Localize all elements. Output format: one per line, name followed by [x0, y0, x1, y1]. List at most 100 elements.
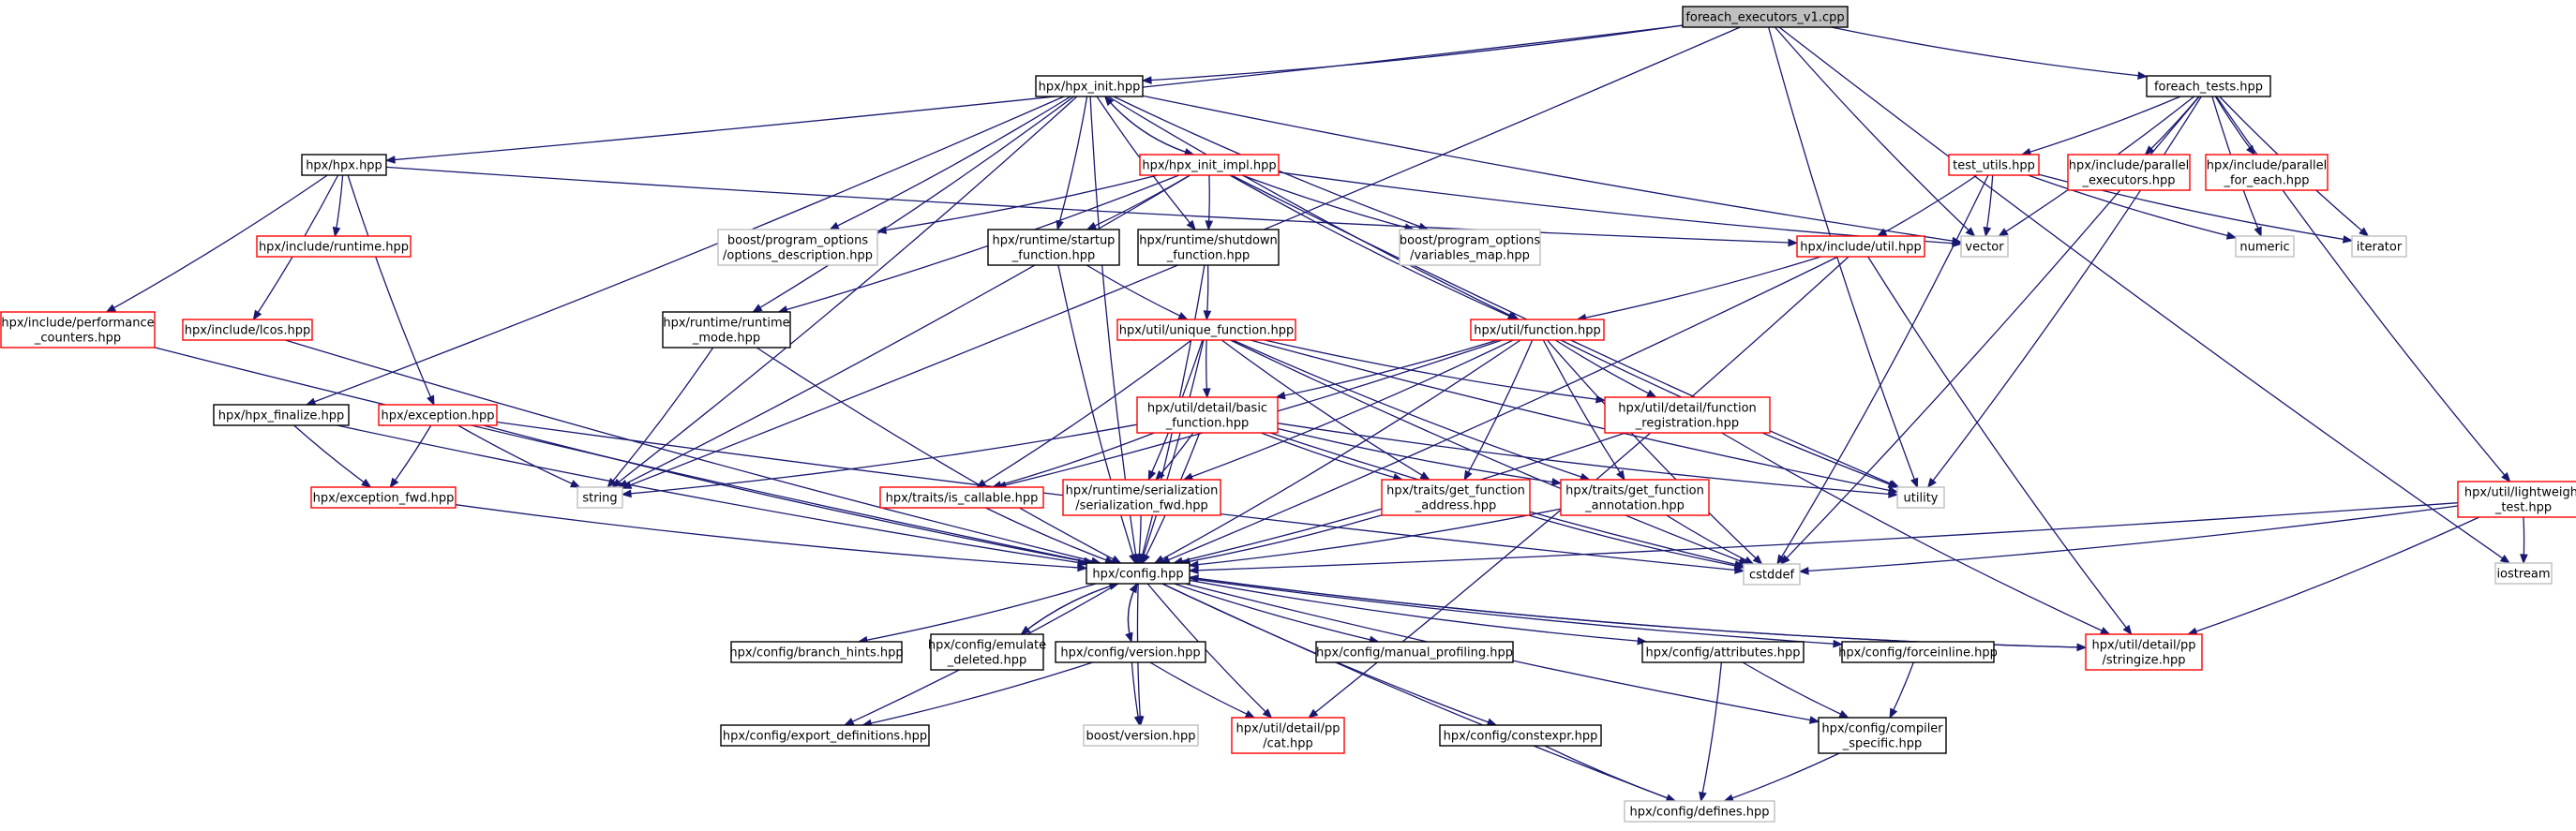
- node-include-util[interactable]: hpx/include/util.hpp: [1796, 235, 1925, 258]
- node-label: boost/version.hpp: [1086, 730, 1196, 744]
- node-numeric[interactable]: numeric: [2235, 235, 2295, 258]
- node-version[interactable]: hpx/config/version.hpp: [1055, 641, 1206, 663]
- node-label: foreach_executors_v1.cpp: [1685, 11, 1844, 25]
- edge-attributes-to-compiler-spec: [1742, 661, 1849, 719]
- arrowhead: [1129, 553, 1137, 565]
- node-test-utils[interactable]: test_utils.hpp: [1948, 154, 2040, 176]
- node-box: [1055, 641, 1206, 663]
- node-forceinline[interactable]: hpx/config/forceinline.hpp: [1838, 641, 1998, 663]
- node-label: _function.hpp: [1165, 417, 1249, 431]
- node-box: [930, 633, 1044, 671]
- edge-util-fn-to-basic-fn: [1276, 339, 1498, 398]
- node-rt-mode[interactable]: hpx/runtime/runtime_mode.hpp: [662, 311, 791, 349]
- node-label: hpx/util/function.hpp: [1474, 324, 1600, 338]
- node-label: _registration.hpp: [1635, 417, 1739, 431]
- node-label: hpx/include/lcos.hpp: [185, 324, 310, 338]
- node-branch-hints[interactable]: hpx/config/branch_hints.hpp: [729, 641, 904, 663]
- node-hpx-init-impl[interactable]: hpx/hpx_init_impl.hpp: [1139, 154, 1280, 176]
- node-manual-prof[interactable]: hpx/config/manual_profiling.hpp: [1315, 641, 1514, 663]
- node-pp-cat[interactable]: hpx/util/detail/pp/cat.hpp: [1231, 717, 1345, 754]
- edge-test-utils-to-cstddef: [1776, 174, 1989, 565]
- node-emulate-deleted[interactable]: hpx/config/emulate_deleted.hpp: [928, 633, 1046, 671]
- node-export-defs[interactable]: hpx/config/export_definitions.hpp: [720, 724, 930, 747]
- node-label: hpx/config/manual_profiling.hpp: [1316, 646, 1513, 660]
- node-lightweight[interactable]: hpx/util/lightweight_test.hpp: [2457, 481, 2576, 518]
- edge-config-to-manual-prof: [1174, 583, 1379, 643]
- node-iostream[interactable]: iostream: [2494, 562, 2553, 585]
- node-label: hpx/runtime/shutdown: [1139, 234, 1278, 248]
- node-box: [2351, 235, 2407, 258]
- arrowhead: [1142, 553, 1150, 565]
- node-root[interactable]: foreach_executors_v1.cpp: [1682, 6, 1849, 28]
- node-exc-fwd[interactable]: hpx/exception_fwd.hpp: [310, 486, 457, 509]
- node-include-lcos[interactable]: hpx/include/lcos.hpp: [182, 319, 313, 341]
- edge-get-annot-to-cstddef: [1666, 514, 1754, 565]
- node-util-fn[interactable]: hpx/util/function.hpp: [1470, 319, 1605, 341]
- node-ser-fwd[interactable]: hpx/runtime/serialization/serialization_…: [1062, 479, 1221, 516]
- edge-hpx-init-impl-to-vector: [1278, 171, 1962, 245]
- node-unique-fn[interactable]: hpx/util/unique_function.hpp: [1116, 319, 1296, 341]
- node-hpx-finalize[interactable]: hpx/hpx_finalize.hpp: [213, 404, 350, 426]
- arrowhead: [1486, 718, 1498, 726]
- node-box: [1086, 562, 1191, 585]
- node-label: foreach_tests.hpp: [2154, 81, 2263, 95]
- node-parallel-foreach[interactable]: hpx/include/parallel_for_each.hpp: [2205, 154, 2329, 191]
- node-label: hpx/hpx_init_impl.hpp: [1142, 159, 1276, 173]
- node-boost-version[interactable]: boost/version.hpp: [1083, 724, 1199, 747]
- edge-rt-startup-to-unique-fn: [1086, 264, 1188, 320]
- node-basic-fn[interactable]: hpx/util/detail/basic_function.hpp: [1136, 396, 1279, 434]
- edge-config-to-branch-hints: [858, 583, 1097, 643]
- node-hpx-init[interactable]: hpx/hpx_init.hpp: [1035, 75, 1144, 97]
- node-exception[interactable]: hpx/exception.hpp: [378, 404, 498, 426]
- arrowhead: [332, 226, 341, 238]
- node-attributes[interactable]: hpx/config/attributes.hpp: [1641, 641, 1805, 663]
- node-defines[interactable]: hpx/config/defines.hpp: [1624, 800, 1775, 823]
- arrowhead: [1147, 469, 1157, 482]
- node-label: _address.hpp: [1415, 499, 1496, 513]
- node-is-callable[interactable]: hpx/traits/is_callable.hpp: [879, 486, 1044, 509]
- node-get-addr[interactable]: hpx/traits/get_function_address.hpp: [1381, 479, 1531, 516]
- node-get-annot[interactable]: hpx/traits/get_function_annotation.hpp: [1560, 479, 1710, 516]
- edge-unique-fn-to-cstddef: [1230, 339, 1748, 565]
- edge-hpx-init-to-po-desc: [830, 96, 1071, 230]
- node-perf-counters[interactable]: hpx/include/performance_counters.hpp: [0, 311, 156, 349]
- node-box: [577, 486, 623, 509]
- edge-version-to-export-defs: [862, 661, 1093, 726]
- edge-config-to-stringize: [1189, 576, 2087, 648]
- edge-forceinline-to-compiler-spec: [1889, 661, 1914, 719]
- edge-basic-fn-to-ser-fwd: [1155, 432, 1194, 481]
- node-parallel-exec[interactable]: hpx/include/parallel_executors.hpp: [2067, 154, 2191, 191]
- edge-include-lcos-to-config: [285, 339, 1101, 564]
- node-hpx-hpx[interactable]: hpx/hpx.hpp: [301, 154, 387, 176]
- node-label: _for_each.hpp: [2223, 174, 2309, 188]
- node-config[interactable]: hpx/config.hpp: [1086, 562, 1191, 585]
- node-stringize[interactable]: hpx/util/detail/pp/stringize.hpp: [2085, 633, 2203, 671]
- node-po-desc[interactable]: boost/program_options/options_descriptio…: [717, 229, 878, 266]
- node-fn-reg[interactable]: hpx/util/detail/function_registration.hp…: [1604, 396, 1771, 434]
- arrowhead: [1419, 471, 1430, 481]
- node-rt-startup[interactable]: hpx/runtime/startup_function.hpp: [987, 229, 1120, 266]
- node-label: hpx/config/export_definitions.hpp: [723, 730, 927, 744]
- node-compiler-spec[interactable]: hpx/config/compiler_specific.hpp: [1818, 717, 1947, 754]
- node-constexpr[interactable]: hpx/config/constexpr.hpp: [1439, 724, 1602, 747]
- node-box: [987, 229, 1120, 266]
- node-include-runtime[interactable]: hpx/include/runtime.hpp: [256, 235, 412, 258]
- arrowhead: [1887, 480, 1899, 488]
- edge-rt-mode-to-string: [607, 347, 714, 488]
- node-label: _annotation.hpp: [1584, 499, 1685, 513]
- node-po-vmap[interactable]: boost/program_options/variables_map.hpp: [1399, 229, 1541, 266]
- node-vector[interactable]: vector: [1960, 235, 2009, 258]
- edge-basic-fn-to-utility: [1277, 423, 1898, 496]
- arrowhead: [1129, 582, 1138, 594]
- edge-config-to-attributes: [1189, 579, 1647, 643]
- node-rt-shutdown[interactable]: hpx/runtime/shutdown_function.hpp: [1137, 229, 1280, 266]
- node-utility[interactable]: utility: [1896, 486, 1945, 509]
- edge-hpx-finalize-to-exc-fwd: [293, 424, 371, 488]
- node-label: hpx/util/detail/basic: [1147, 402, 1267, 416]
- node-iterator[interactable]: iterator: [2351, 235, 2407, 258]
- arrowhead: [2122, 624, 2133, 636]
- node-foreach-tests[interactable]: foreach_tests.hpp: [2146, 75, 2271, 97]
- node-string[interactable]: string: [577, 486, 623, 509]
- node-label: hpx/config/emulate: [928, 639, 1046, 653]
- node-cstddef[interactable]: cstddef: [1743, 563, 1801, 586]
